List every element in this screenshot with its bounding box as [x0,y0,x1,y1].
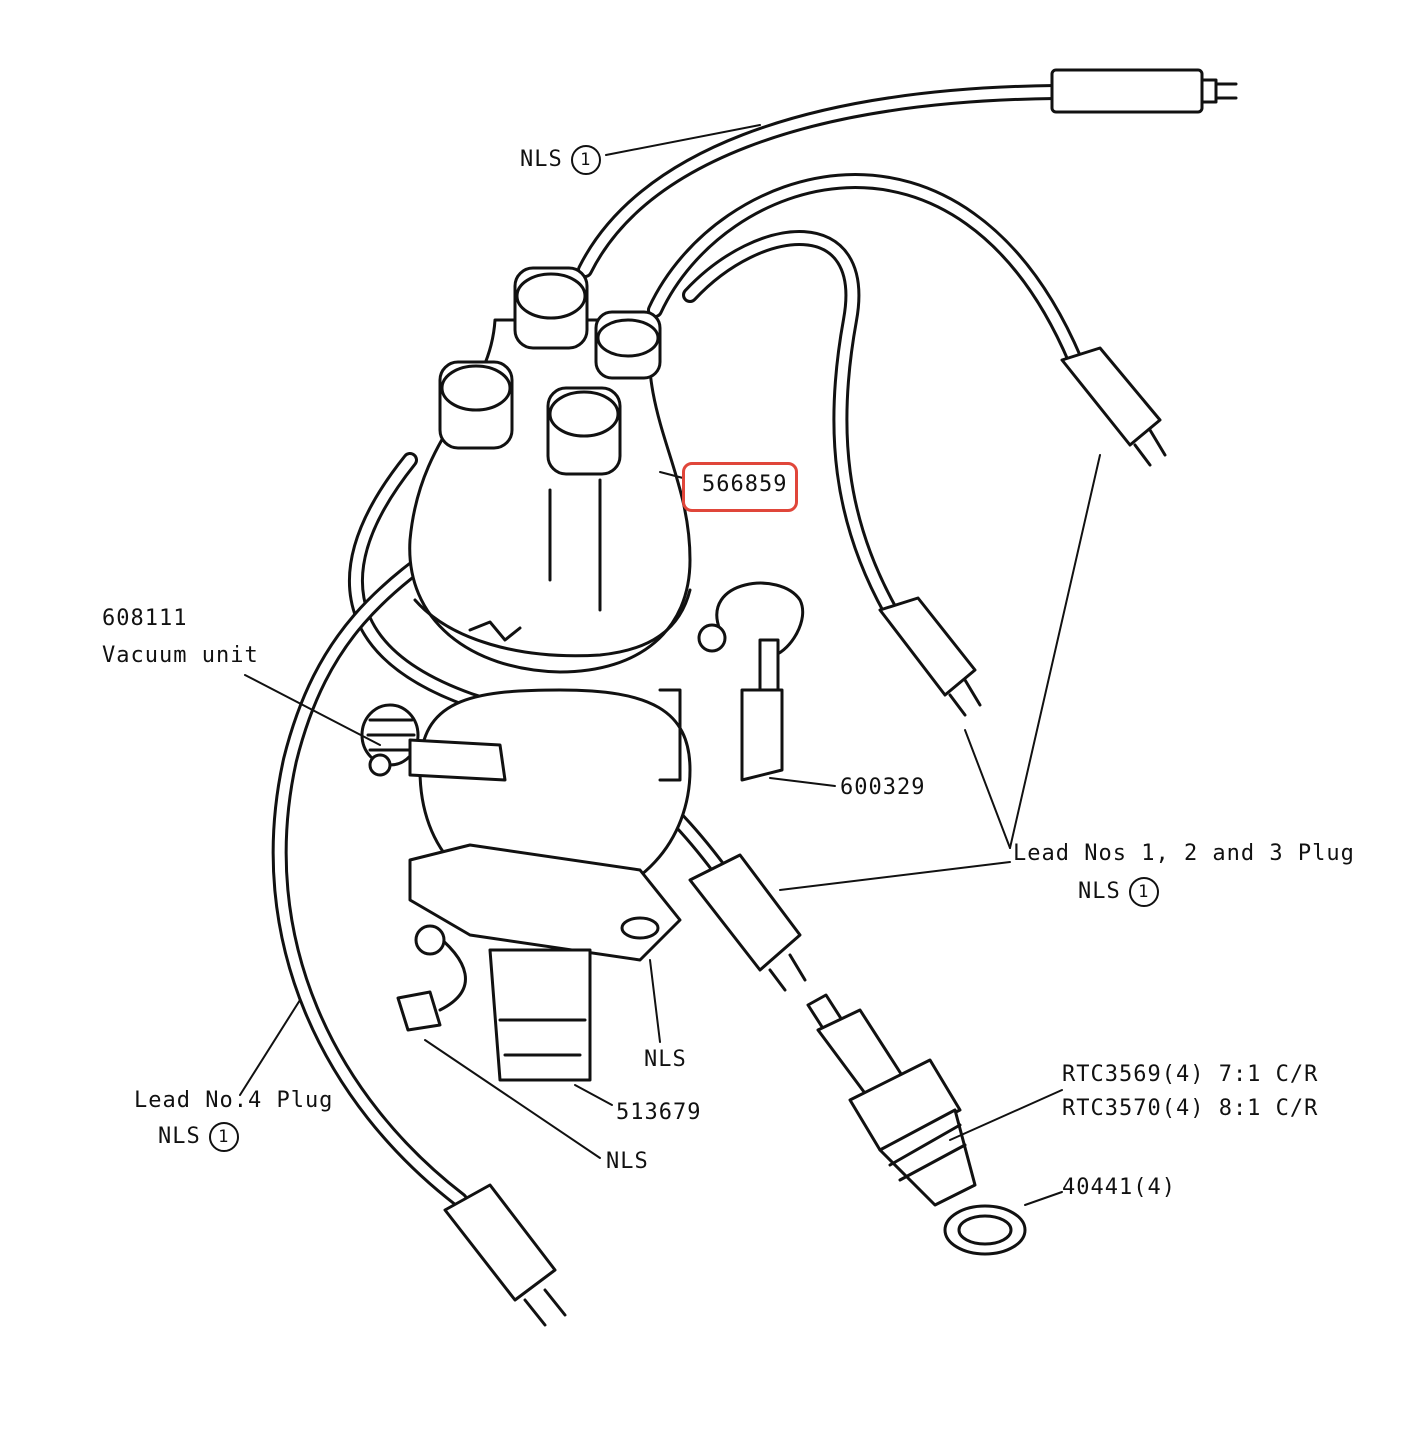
note-circle-1: 1 [208,1122,239,1152]
label-plug-part-a: RTC3569(4) 7:1 C/R [1062,1062,1319,1087]
label-cap-part: 566859 [702,472,788,497]
clamp-bracket [396,924,467,1032]
ht-lead-coil [577,68,1238,278]
label-nls-top: NLS 1 [520,145,601,175]
label-nls-top-text: NLS [520,147,563,172]
note-circle-1: 1 [570,145,601,175]
label-leads-123-nls-text: NLS [1078,879,1121,904]
highlight-566859 [682,462,798,512]
label-nls-body: NLS [644,1047,687,1072]
ht-lead-middle [682,230,982,717]
label-vacuum-part: 608111 [102,606,188,631]
cap-towers [438,266,662,476]
label-condenser-part: 600329 [840,775,926,800]
label-washer-part: 40441(4) [1062,1175,1176,1200]
note-circle-1: 1 [1128,877,1159,907]
label-lead4-nls: NLS 1 [158,1122,239,1152]
condenser [697,581,805,782]
label-distributor-part: 513679 [616,1100,702,1125]
vacuum-unit [360,703,507,782]
label-nls-clamp: NLS [606,1149,649,1174]
ht-lead-right [647,173,1167,467]
label-leads-123-nls: NLS 1 [1078,877,1159,907]
label-plug-part-b: RTC3570(4) 8:1 C/R [1062,1096,1319,1121]
leader-lines [239,124,1101,1206]
spark-plug [806,993,1027,1256]
label-lead4: Lead No.4 Plug [134,1088,334,1113]
label-lead4-nls-text: NLS [158,1124,201,1149]
label-leads-123: Lead Nos 1, 2 and 3 Plug [1013,841,1355,866]
label-vacuum-name: Vacuum unit [102,643,259,668]
